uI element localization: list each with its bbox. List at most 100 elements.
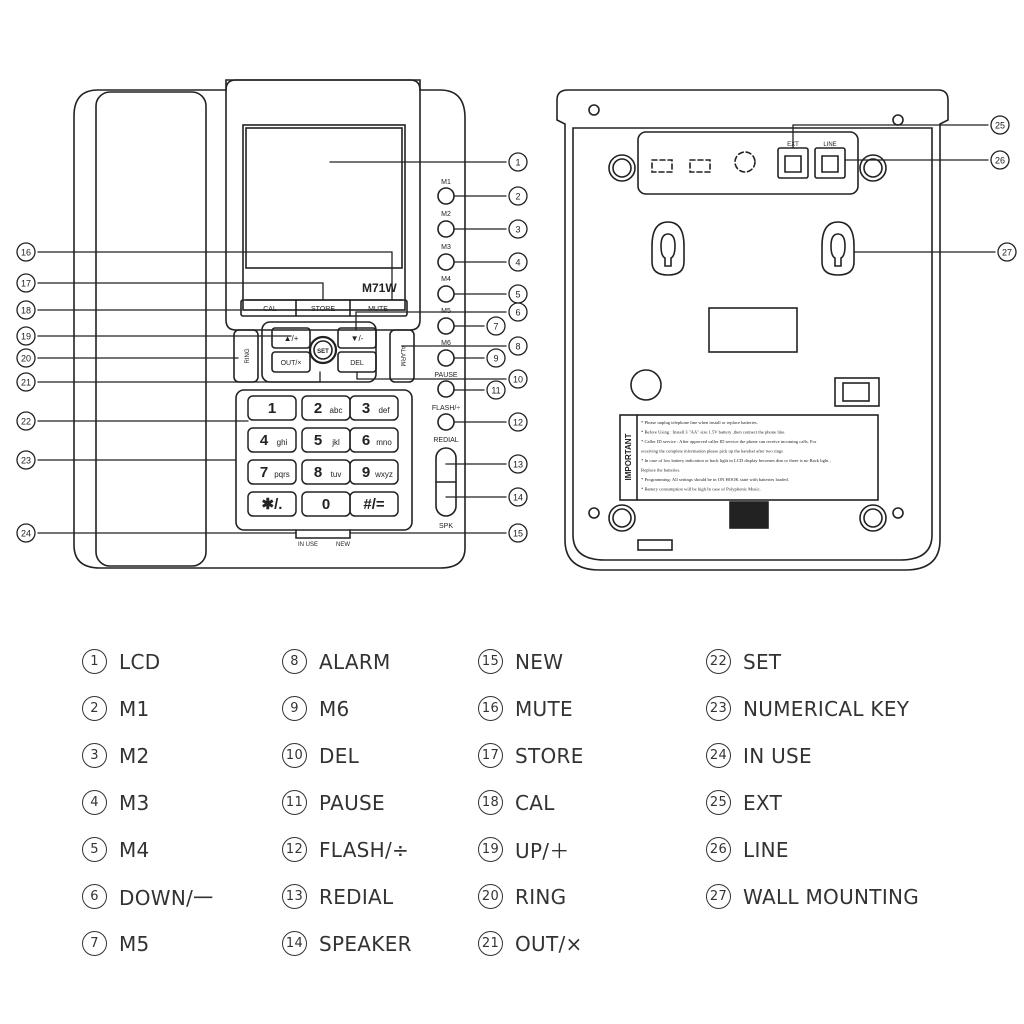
legend-label: M5 xyxy=(119,931,150,956)
front-base xyxy=(73,79,466,569)
legend-label: NUMERICAL KEY xyxy=(743,696,910,721)
callout-number: 10 xyxy=(513,375,523,385)
memory-label-3: M3 xyxy=(441,244,451,251)
legend-number: 20 xyxy=(478,884,503,909)
digit-key-outline xyxy=(247,491,297,517)
digit-key-outline xyxy=(301,427,351,453)
legend-number: 9 xyxy=(282,696,307,721)
handset xyxy=(95,91,207,567)
legend-label: M3 xyxy=(119,790,150,815)
legend-number: 3 xyxy=(82,743,107,768)
legend-item-5: 5 M4 xyxy=(82,826,213,873)
callout-number: 5 xyxy=(515,290,520,300)
digit-key-main: 7 xyxy=(260,464,268,481)
pause-label: PAUSE xyxy=(434,372,458,379)
front-view xyxy=(73,79,466,569)
leader-line-25 xyxy=(792,124,989,149)
legend-label: PAUSE xyxy=(319,790,385,815)
new-label: NEW xyxy=(336,542,350,548)
wall-mount-left xyxy=(651,221,685,276)
callout-number: 7 xyxy=(493,322,498,332)
spk-label: SPK xyxy=(439,523,453,530)
lcd-screen xyxy=(242,124,406,311)
legend-number: 5 xyxy=(82,837,107,862)
out-label: OUT/× xyxy=(281,360,302,367)
digit-key-letters: pqrs xyxy=(274,470,290,479)
callout-circle xyxy=(16,273,36,293)
callout-circle xyxy=(16,523,36,543)
digit-key-outline xyxy=(301,459,351,485)
digit-key-letters: mno xyxy=(376,438,392,447)
callout-circle xyxy=(16,450,36,470)
legend-label: UP/＋ xyxy=(515,839,570,863)
digit-key-main: 9 xyxy=(362,464,370,481)
legend-number: 12 xyxy=(282,837,307,862)
callout-number: 19 xyxy=(21,332,31,342)
legend-label: NEW xyxy=(515,649,564,674)
callout-12: 12 xyxy=(508,412,528,432)
callout-25: 25 xyxy=(990,115,1010,135)
legend-label: M4 xyxy=(119,837,150,862)
callout-circle xyxy=(997,242,1017,262)
legend-label: EXT xyxy=(743,790,783,815)
digit-key-letters: wxyz xyxy=(374,470,393,479)
callout-22: 22 xyxy=(16,411,36,431)
leader-line-17 xyxy=(37,282,324,301)
digit-key-outline xyxy=(301,395,351,421)
legend-label: DOWN/一 xyxy=(119,886,214,910)
callout-circle xyxy=(16,372,36,392)
digit-key-12: #/= xyxy=(349,491,399,517)
callout-number: 2 xyxy=(515,192,520,202)
legend-label: LCD xyxy=(119,649,161,674)
legend-number: 13 xyxy=(282,884,307,909)
callout-1: 1 xyxy=(508,152,528,172)
callout-circle xyxy=(990,115,1010,135)
legend-label: SPEAKER xyxy=(319,931,412,956)
line-label: LINE xyxy=(823,142,836,148)
line-jack xyxy=(814,147,846,179)
legend-label: M1 xyxy=(119,696,150,721)
callout-circle xyxy=(16,411,36,431)
wall-mount-right xyxy=(821,221,855,276)
in-use-label: IN USE xyxy=(298,542,318,548)
digit-key-main: 6 xyxy=(362,432,370,449)
callout-circle xyxy=(508,186,528,206)
callout-circle xyxy=(16,242,36,262)
callout-15: 15 xyxy=(508,523,528,543)
digit-key-10: ✱/. xyxy=(247,491,297,517)
callout-number: 13 xyxy=(513,460,523,470)
alarm-label: ALARM xyxy=(399,346,405,367)
digit-key-6: 6 mno xyxy=(349,427,399,453)
callout-number: 26 xyxy=(995,156,1005,166)
important-line-8: * Battery consumption will be high In ca… xyxy=(641,487,761,492)
back-view xyxy=(556,89,949,571)
legend-label: RING xyxy=(515,884,567,909)
legend-label: SET xyxy=(743,649,782,674)
callout-number: 18 xyxy=(21,306,31,316)
digit-key-outline xyxy=(349,395,399,421)
digit-key-outline xyxy=(247,459,297,485)
callout-number: 17 xyxy=(21,279,31,289)
important-label xyxy=(619,414,879,501)
digit-key-main: 8 xyxy=(314,464,322,481)
legend-label: ALARM xyxy=(319,649,391,674)
legend-number: 7 xyxy=(82,931,107,956)
callout-14: 14 xyxy=(508,487,528,507)
callout-number: 8 xyxy=(515,342,520,352)
leader-line-16 xyxy=(37,251,393,301)
callout-7: 7 xyxy=(486,316,506,336)
callout-number: 22 xyxy=(21,417,31,427)
